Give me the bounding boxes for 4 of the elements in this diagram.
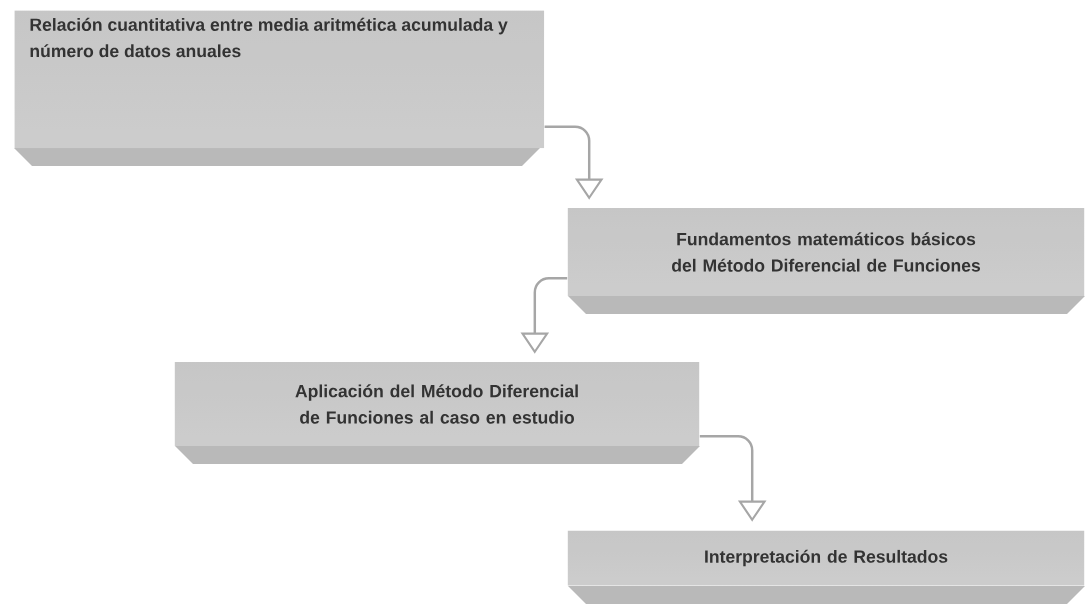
- process-box: Relación cuantitativa entre media aritmética acumulada y número de datos anuales: [14, 10, 545, 166]
- process-box: Aplicación del Método Diferencial de Funciones al caso en estudio: [174, 362, 700, 464]
- process-box: Interpretación de Resultados: [567, 530, 1085, 604]
- process-box: Fundamentos matemáticos básicos del Método Diferencial de Funciones: [567, 208, 1085, 314]
